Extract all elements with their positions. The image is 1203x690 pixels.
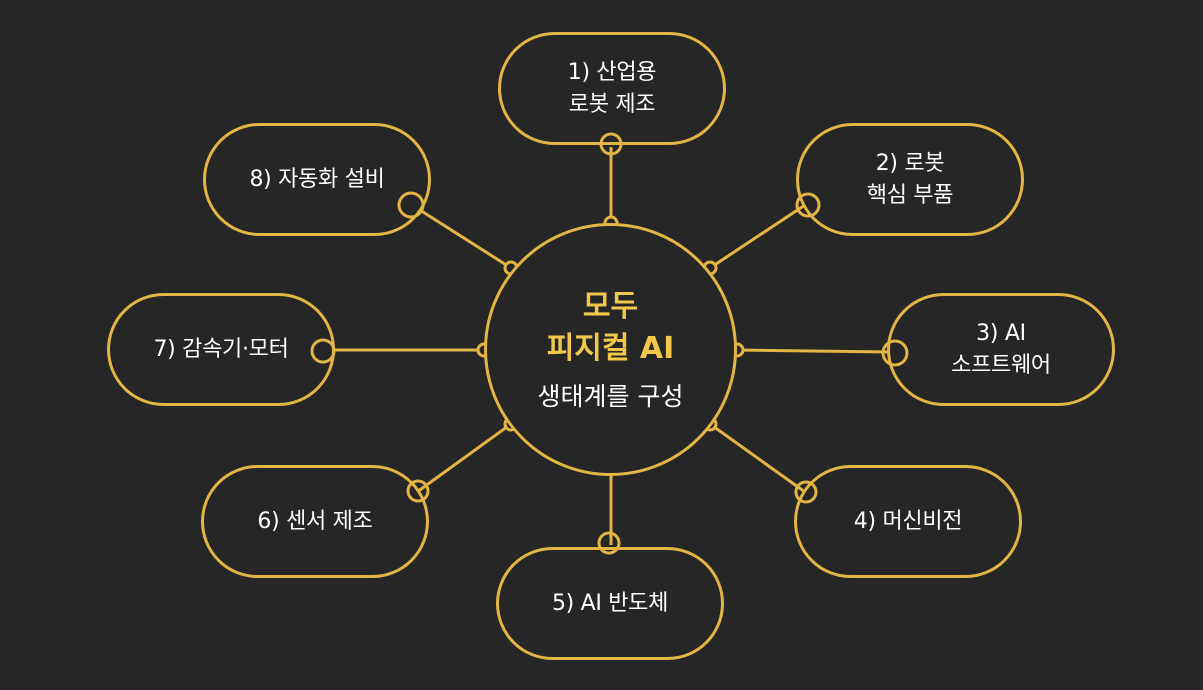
- node-sensor: 6) 센서 제조: [201, 465, 429, 578]
- hub-circle: 모두 피지컬 AI 생태계를 구성: [484, 223, 737, 476]
- node-robot-parts: 2) 로봇 핵심 부품: [796, 123, 1024, 236]
- node-label: 2) 로봇 핵심 부품: [866, 150, 954, 208]
- connector-3: [736, 348, 894, 354]
- node-label: 6) 센서 제조: [257, 508, 373, 534]
- node-ai-semiconductor: 5) AI 반도체: [496, 547, 724, 660]
- node-label: 4) 머신비전: [853, 508, 963, 534]
- node-label: 7) 감속기·모터: [153, 336, 289, 362]
- node-reducer-motor: 7) 감속기·모터: [107, 293, 335, 406]
- node-label: 5) AI 반도체: [551, 590, 669, 616]
- connector-8: [411, 203, 512, 270]
- hub-subtitle: 생태계를 구성: [537, 381, 684, 411]
- node-ai-software: 3) AI 소프트웨어: [887, 293, 1115, 406]
- node-label: 8) 자동화 설비: [249, 166, 385, 192]
- connector-4: [709, 422, 806, 494]
- node-label: 3) AI 소프트웨어: [951, 320, 1051, 378]
- node-automation-equipment: 8) 자동화 설비: [203, 123, 431, 236]
- node-machine-vision: 4) 머신비전: [794, 465, 1022, 578]
- node-industrial-robot: 1) 산업용 로봇 제조: [498, 32, 726, 145]
- node-label: 1) 산업용 로봇 제조: [567, 59, 657, 117]
- connector-2: [709, 203, 806, 270]
- connector-6: [416, 422, 512, 494]
- hub-title: 모두 피지컬 AI: [546, 289, 675, 366]
